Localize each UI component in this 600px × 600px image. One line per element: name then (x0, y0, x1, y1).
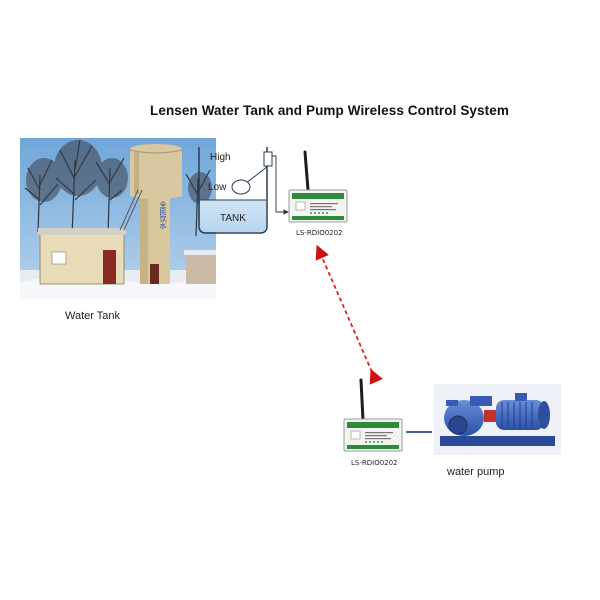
float-ball (231, 179, 251, 195)
controller-bottom (343, 378, 403, 452)
tank-level-diagram: High Low TANK (198, 147, 289, 234)
pump-house (38, 228, 126, 285)
float-switch-housing (263, 151, 273, 167)
low-level-label: Low (208, 182, 227, 193)
water-tank-caption: Water Tank (65, 310, 121, 322)
water-tank-photo: 全民饮水 (20, 138, 216, 299)
water-tower: 全民饮水 (119, 144, 183, 284)
controller-top-label: LS-RDIO0202 (296, 229, 343, 237)
wireless-link-arrow (315, 244, 383, 385)
water-pump-caption: water pump (446, 466, 504, 478)
antenna-bottom (359, 378, 365, 422)
antenna-top (303, 150, 310, 192)
tower-sign: 全民饮水 (159, 200, 167, 229)
diagram-title: Lensen Water Tank and Pump Wireless Cont… (150, 103, 509, 118)
tank-label: TANK (220, 213, 246, 224)
sensor-cable (272, 155, 289, 215)
high-level-label: High (210, 152, 231, 163)
svg-text:全民饮水: 全民饮水 (159, 200, 167, 229)
water-pump-image (434, 384, 561, 455)
controller-top (288, 150, 348, 223)
controller-bottom-label: LS-RDIO0202 (351, 459, 398, 467)
water-level-fill (200, 200, 266, 232)
